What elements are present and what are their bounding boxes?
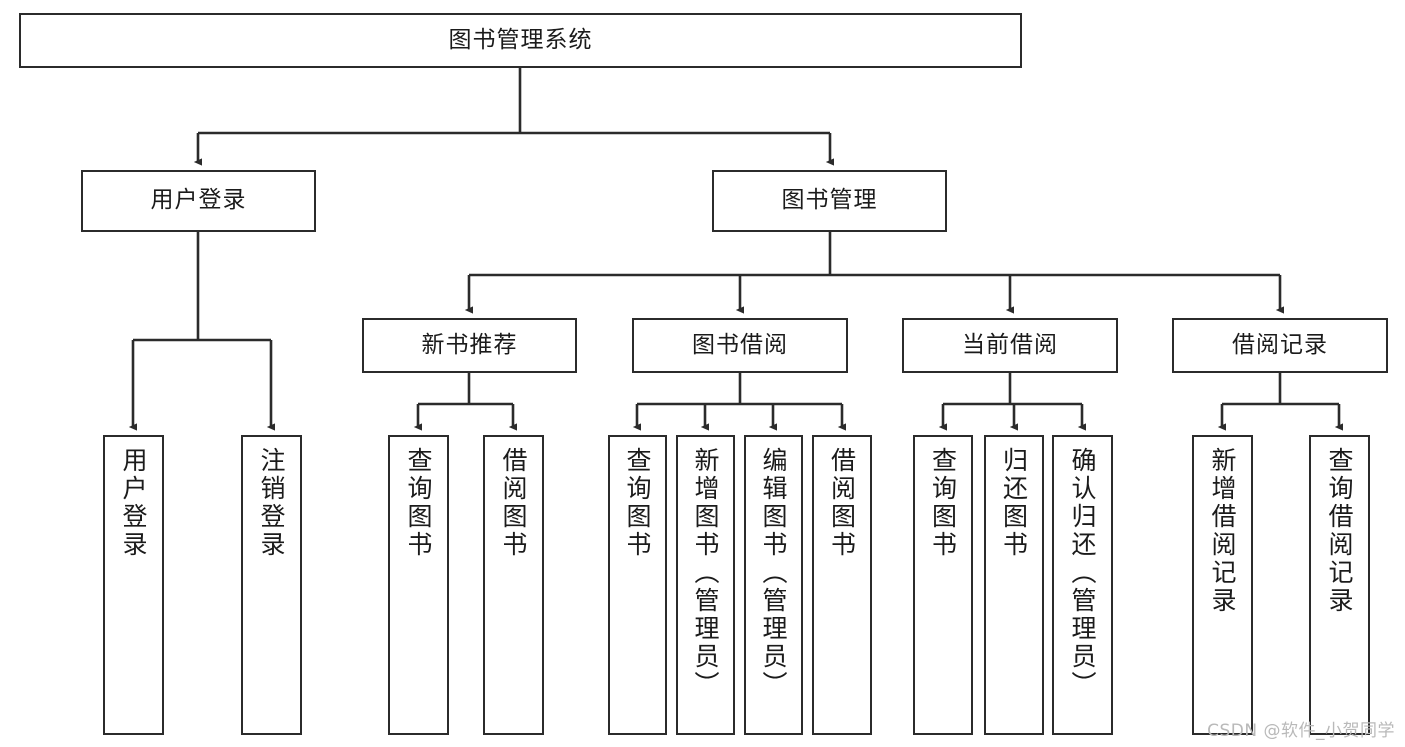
leaf-query-book-recommend-label: 查询图书 bbox=[404, 447, 433, 559]
node-current-borrow-label: 当前借阅 bbox=[962, 331, 1058, 358]
leaf-add-borrow-record-label: 新增借阅记录 bbox=[1208, 447, 1237, 615]
node-book-admin-label: 图书管理 bbox=[781, 187, 878, 214]
node-book-borrow-label: 图书借阅 bbox=[692, 331, 788, 358]
watermark: CSDN @软件_小贺同学 bbox=[1207, 721, 1395, 741]
leaf-query-book-recommend[interactable]: 查询图书 bbox=[388, 435, 449, 735]
leaf-add-book-admin[interactable]: 新增图书（管理员） bbox=[676, 435, 735, 735]
leaf-add-book-admin-label: 新增图书（管理员） bbox=[691, 447, 720, 699]
leaf-user-login-label: 用户登录 bbox=[119, 447, 148, 559]
leaf-return-book[interactable]: 归还图书 bbox=[984, 435, 1044, 735]
leaf-borrow-book-recommend[interactable]: 借阅图书 bbox=[483, 435, 544, 735]
leaf-confirm-return-admin-label: 确认归还（管理员） bbox=[1068, 447, 1097, 699]
leaf-borrow-book[interactable]: 借阅图书 bbox=[812, 435, 872, 735]
node-current-borrow[interactable]: 当前借阅 bbox=[902, 318, 1118, 373]
node-book-borrow[interactable]: 图书借阅 bbox=[632, 318, 848, 373]
leaf-add-borrow-record[interactable]: 新增借阅记录 bbox=[1192, 435, 1253, 735]
leaf-query-book-current-label: 查询图书 bbox=[928, 447, 958, 559]
leaf-query-book-borrow-label: 查询图书 bbox=[623, 447, 652, 559]
leaf-borrow-book-recommend-label: 借阅图书 bbox=[499, 447, 528, 559]
leaf-logout-login-label: 注销登录 bbox=[257, 447, 286, 559]
leaf-edit-book-admin[interactable]: 编辑图书（管理员） bbox=[744, 435, 803, 735]
leaf-query-book-borrow[interactable]: 查询图书 bbox=[608, 435, 667, 735]
node-new-book-recommend-label: 新书推荐 bbox=[421, 331, 518, 358]
leaf-query-borrow-record[interactable]: 查询借阅记录 bbox=[1309, 435, 1370, 735]
node-root[interactable]: 图书管理系统 bbox=[19, 13, 1022, 68]
leaf-return-book-label: 归还图书 bbox=[999, 447, 1029, 559]
node-borrow-record[interactable]: 借阅记录 bbox=[1172, 318, 1388, 373]
leaf-query-borrow-record-label: 查询借阅记录 bbox=[1325, 447, 1354, 615]
node-new-book-recommend[interactable]: 新书推荐 bbox=[362, 318, 577, 373]
node-book-admin[interactable]: 图书管理 bbox=[712, 170, 947, 232]
node-user-login-label: 用户登录 bbox=[150, 187, 247, 214]
leaf-query-book-current[interactable]: 查询图书 bbox=[913, 435, 973, 735]
leaf-confirm-return-admin[interactable]: 确认归还（管理员） bbox=[1052, 435, 1113, 735]
node-borrow-record-label: 借阅记录 bbox=[1232, 331, 1328, 358]
node-user-login[interactable]: 用户登录 bbox=[81, 170, 316, 232]
leaf-borrow-book-label: 借阅图书 bbox=[827, 447, 857, 559]
node-root-label: 图书管理系统 bbox=[448, 26, 593, 53]
leaf-edit-book-admin-label: 编辑图书（管理员） bbox=[759, 447, 788, 699]
leaf-logout-login[interactable]: 注销登录 bbox=[241, 435, 302, 735]
leaf-user-login[interactable]: 用户登录 bbox=[103, 435, 164, 735]
